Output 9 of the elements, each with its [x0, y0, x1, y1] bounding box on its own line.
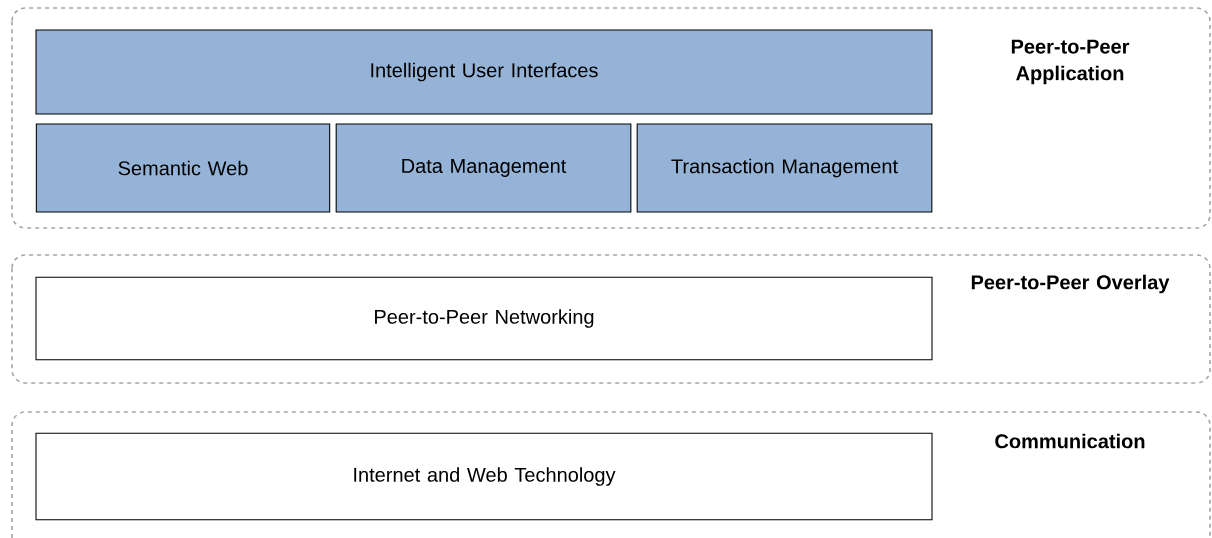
- component-box: Transaction Management: [636, 123, 933, 213]
- component-box: Intelligent User Interfaces: [35, 29, 933, 115]
- layer-heading: Communication: [995, 433, 1145, 449]
- layer-box: Peer-to-Peer Networking: [35, 276, 933, 361]
- layer-heading: Peer-to-Peer Overlay: [971, 274, 1170, 294]
- component-box: Data Management: [335, 123, 632, 213]
- layer-box: Internet and Web Technology: [35, 432, 933, 521]
- layer-heading: Peer-to-Peer Application: [1011, 39, 1130, 85]
- component-box: Semantic Web: [35, 123, 331, 213]
